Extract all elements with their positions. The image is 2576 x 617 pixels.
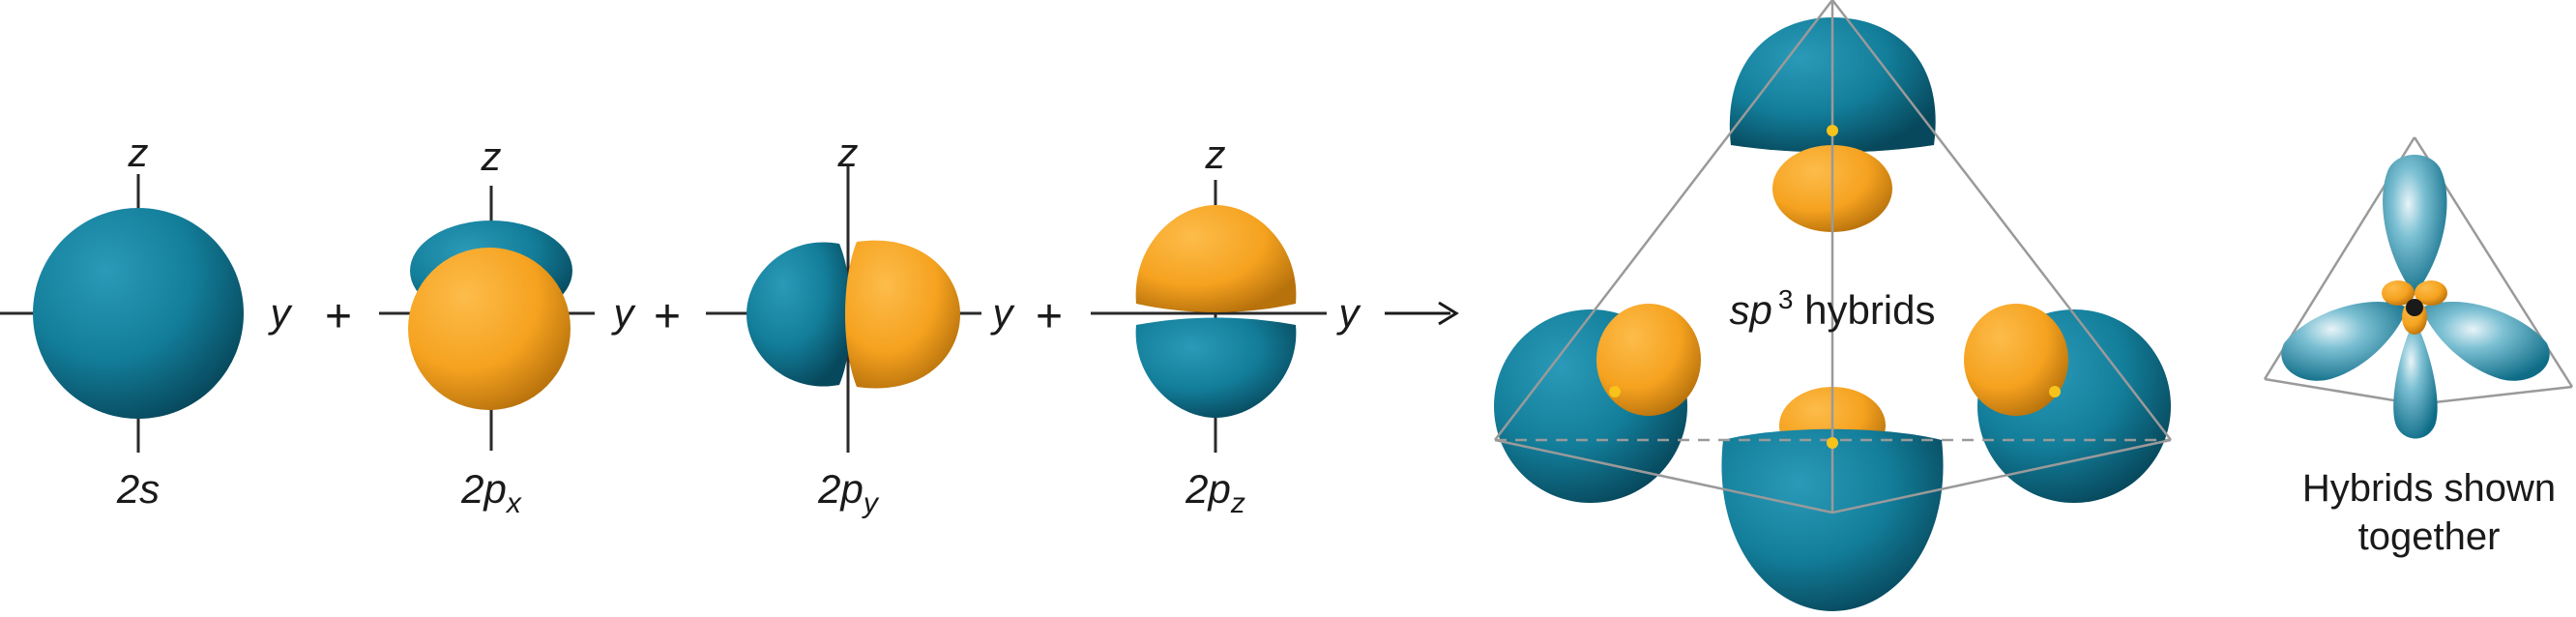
hybrid-small-lobe-left [1596,304,1701,416]
plus-sign: + [654,291,681,342]
z-axis-label: z [1205,132,1226,177]
orbital-2s: z y 2s [0,130,294,512]
z-axis-label: z [481,133,502,179]
together-core-left [2382,280,2415,306]
together-label-line1: Hybrids shown [2302,467,2556,510]
hybrid-small-lobe-right [1964,304,2068,416]
orbital-2pz: z y 2pz [1091,132,1362,519]
tet-edge [2416,385,2573,406]
z-axis-label: z [837,130,859,175]
orbital-2pz-label: 2pz [1185,466,1245,519]
orbital-2px-label: 2px [460,466,522,519]
y-axis-label: y [611,290,637,336]
y-axis-label: y [1336,290,1362,336]
nucleus-dot [1827,125,1838,136]
orbital-2px: z y 2px [379,133,637,519]
tet-edge [1831,0,2172,441]
plus-sign: + [1036,291,1063,342]
together-lobe-right [2421,301,2550,381]
reaction-arrow [1385,301,1459,326]
together-lobe-top [2383,155,2447,295]
nucleus-dot [1609,386,1621,397]
tet-edge [2264,377,2418,406]
hybrid-lobe-bottom [1721,428,1944,611]
pz-bottom-lobe [1135,317,1297,418]
orbital-2s-label: 2s [116,466,160,512]
z-axis-label: z [128,130,149,175]
s-orbital-sphere [33,208,244,419]
tet-edge [1831,438,2172,514]
together-lobe-left [2281,301,2408,381]
orbital-2py: z y 2py [706,130,1016,519]
px-front-lobe [408,248,571,410]
together-lobe-bottom [2393,319,2438,439]
y-axis-label: y [990,290,1016,336]
pz-top-lobe [1135,205,1297,312]
orbital-2py-label: 2py [817,466,880,519]
y-axis-label: y [268,290,294,336]
plus-sign: + [325,291,352,342]
py-right-lobe [845,240,960,389]
py-left-lobe [746,242,851,387]
together-label-line2: together [2358,515,2501,558]
together-core-top [2406,299,2423,316]
tet-edge [1494,0,1833,441]
hybrids-together: Hybrids shown together [2263,136,2574,558]
together-core-right [2415,280,2447,306]
nucleus-dot [2049,386,2061,397]
nucleus-dot [1827,437,1838,449]
tet-edge [1494,438,1833,514]
